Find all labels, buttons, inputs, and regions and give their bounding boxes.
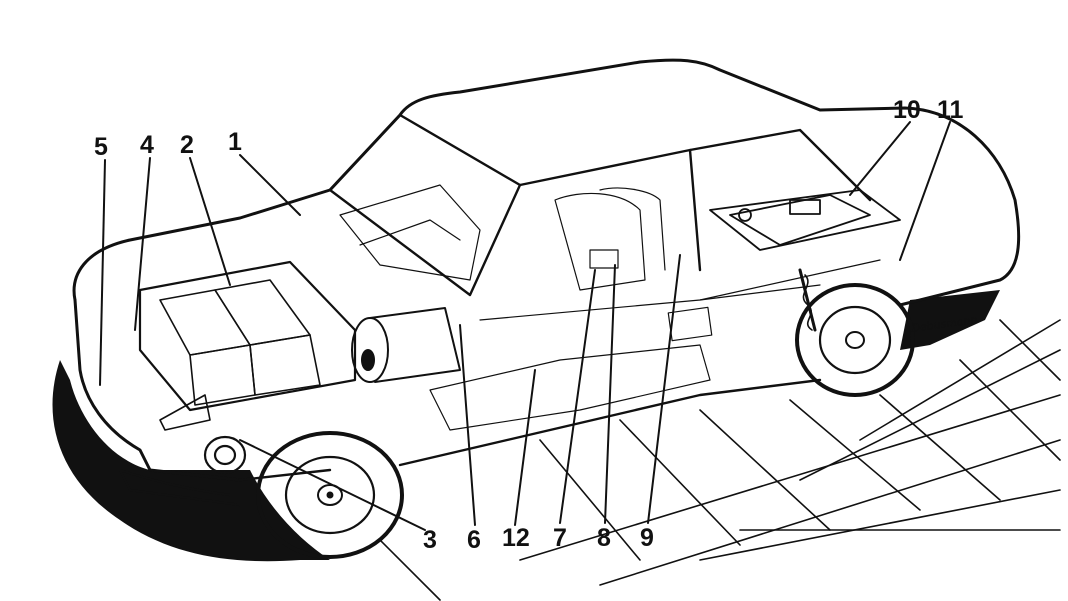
rear-controller bbox=[729, 194, 871, 246]
electric-motor bbox=[351, 307, 461, 383]
front-battery-pack bbox=[138, 260, 357, 431]
callout-9: 9 bbox=[640, 524, 654, 552]
callout-12: 12 bbox=[502, 524, 530, 552]
callout-6: 6 bbox=[467, 526, 481, 554]
headlight bbox=[203, 435, 247, 475]
callout-10: 10 bbox=[893, 96, 921, 124]
callout-5: 5 bbox=[94, 133, 108, 161]
callout-2: 2 bbox=[180, 131, 194, 159]
callout-labels: 5 4 2 1 10 11 3 6 12 7 8 9 bbox=[94, 96, 964, 554]
rear-shadow bbox=[900, 290, 1000, 350]
callout-7: 7 bbox=[553, 524, 567, 552]
leader-lines bbox=[99, 121, 951, 531]
callout-8: 8 bbox=[597, 524, 611, 552]
callout-3: 3 bbox=[423, 526, 437, 554]
callout-1: 1 bbox=[228, 128, 242, 156]
front-wheel bbox=[256, 431, 404, 559]
callout-4: 4 bbox=[140, 131, 154, 159]
interior-details bbox=[339, 184, 881, 431]
rear-wheel bbox=[795, 268, 915, 397]
callout-11: 11 bbox=[937, 96, 964, 124]
car-body bbox=[72, 58, 1021, 507]
floor-grid bbox=[379, 319, 1061, 601]
